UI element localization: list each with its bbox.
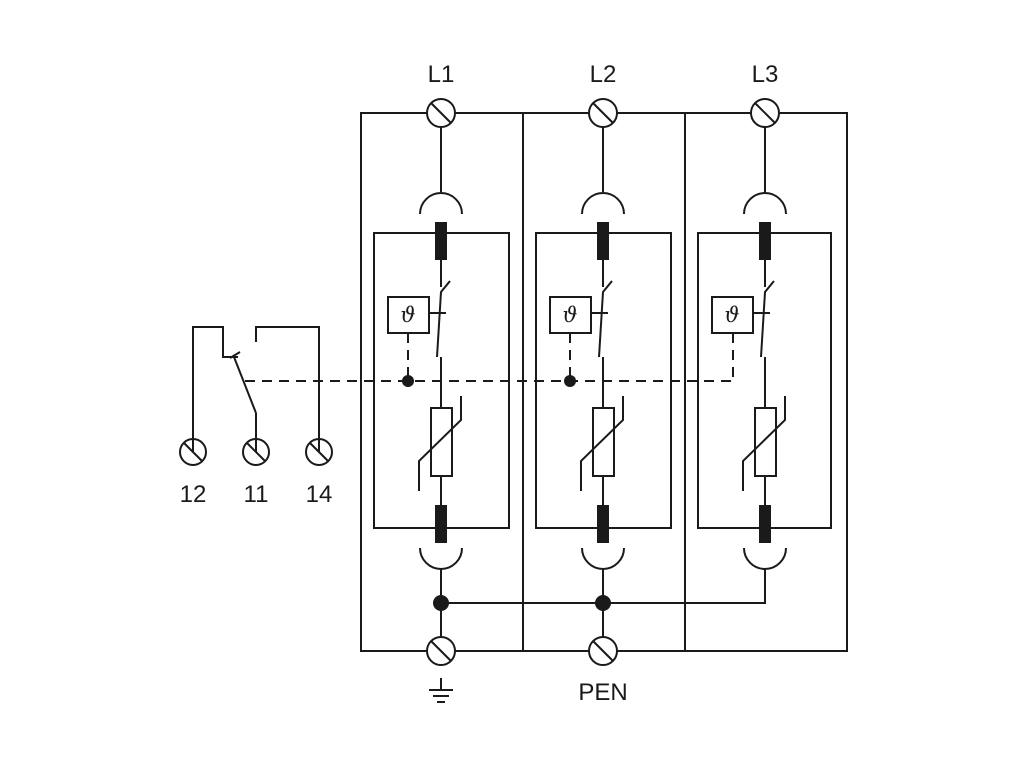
bottom-terminal-pe bbox=[426, 636, 456, 666]
thermal-symbol: ϑ bbox=[724, 303, 739, 327]
aux-terminal-12 bbox=[179, 438, 207, 466]
junction-dot bbox=[564, 375, 576, 387]
contact-pin-bottom bbox=[435, 505, 447, 543]
varistor-body bbox=[592, 407, 615, 477]
aux-contact-tip bbox=[229, 351, 241, 359]
plug-contact-bottom bbox=[581, 547, 625, 570]
terminal-l3 bbox=[750, 98, 780, 128]
thermal-element-box bbox=[549, 296, 592, 334]
plug-contact-top bbox=[743, 192, 787, 215]
aux-contact-blade bbox=[233, 356, 257, 414]
common-bus bbox=[433, 569, 766, 637]
aux-label-14: 14 bbox=[306, 481, 333, 508]
junction-dot bbox=[402, 375, 414, 387]
thermal-symbol: ϑ bbox=[562, 303, 577, 327]
varistor-slash bbox=[418, 396, 462, 491]
phase-module-l1: L1 ϑ bbox=[373, 61, 510, 570]
earth-ground-icon bbox=[429, 678, 453, 703]
phase-label-l2: L2 bbox=[590, 61, 617, 88]
plug-contact-top bbox=[419, 192, 463, 215]
thermal-disconnector-switch bbox=[598, 280, 613, 358]
contact-pin-top bbox=[435, 222, 447, 260]
varistor-body bbox=[430, 407, 453, 477]
terminal-l2 bbox=[588, 98, 618, 128]
phase-label-l3: L3 bbox=[752, 61, 779, 88]
aux-label-12: 12 bbox=[180, 481, 207, 508]
thermal-element-box bbox=[387, 296, 430, 334]
varistor-body bbox=[754, 407, 777, 477]
aux-label-11: 11 bbox=[244, 481, 269, 508]
plug-contact-top bbox=[581, 192, 625, 215]
aux-terminal-14 bbox=[305, 438, 333, 466]
bus-bar bbox=[441, 569, 766, 604]
thermal-disconnector-switch bbox=[760, 280, 775, 358]
bottom-terminal-pen bbox=[588, 636, 618, 666]
contact-pin-bottom bbox=[597, 505, 609, 543]
phase-label-l1: L1 bbox=[428, 61, 455, 88]
aux-terminal-11 bbox=[242, 438, 270, 466]
varistor-slash bbox=[580, 396, 624, 491]
aux-signal-contact: 12 11 14 bbox=[179, 326, 333, 508]
pen-label: PEN bbox=[578, 679, 627, 706]
junction-dot bbox=[433, 595, 449, 611]
plug-contact-bottom bbox=[419, 547, 463, 570]
varistor-slash bbox=[742, 396, 786, 491]
phase-module-l2: L2 ϑ bbox=[535, 61, 672, 570]
contact-pin-top bbox=[759, 222, 771, 260]
phase-module-l3: L3 ϑ bbox=[697, 61, 832, 570]
aux-wire-14 bbox=[255, 326, 320, 452]
contact-pin-top bbox=[597, 222, 609, 260]
contact-pin-bottom bbox=[759, 505, 771, 543]
thermal-symbol: ϑ bbox=[400, 303, 415, 327]
thermal-disconnector-switch bbox=[436, 280, 451, 358]
plug-contact-bottom bbox=[743, 547, 787, 570]
junction-dot bbox=[595, 595, 611, 611]
aux-wire-12 bbox=[192, 326, 238, 452]
terminal-l1 bbox=[426, 98, 456, 128]
